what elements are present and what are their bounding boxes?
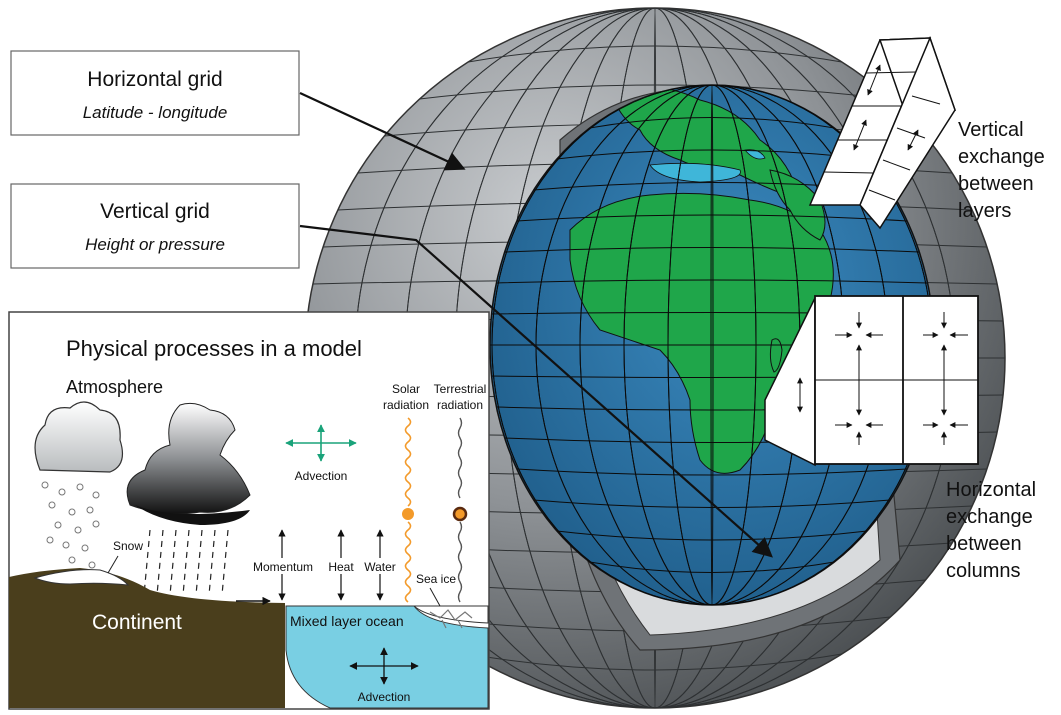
terrestrial-wave-lower [457,521,463,603]
horizontal-exchange-label: Horizontal exchange between columns [946,479,1036,582]
callout-vertical-grid: Vertical grid Height or pressure [10,183,300,269]
horizontal-grid-subtitle: Latitude - longitude [83,103,228,122]
snowflakes-icon [41,481,100,569]
processes-title: Physical processes in a model [66,336,362,361]
terrestrial-label-2: radiation [437,398,483,412]
vertical-column [808,35,957,230]
air-advection-icon [285,424,357,462]
callout-horizontal-grid: Horizontal grid Latitude - longitude [10,50,300,136]
snow-cloud-icon [34,401,123,473]
solar-wave-ocean [404,521,412,603]
ocean-advection-label: Advection [358,690,411,704]
svg-text:Vertical: Vertical [958,119,1024,141]
svg-text:between: between [946,533,1022,555]
vertical-exchange-label: Vertical exchange between layers [958,119,1045,222]
terrestrial-emit-dot [452,506,468,522]
vertical-grid-pointer [299,224,773,558]
solar-wave-down [404,417,412,507]
svg-text:between: between [958,173,1034,195]
storm-cloud-icon [126,402,251,515]
svg-text:Horizontal: Horizontal [946,479,1036,501]
vertical-grid-subtitle: Height or pressure [85,235,225,254]
solar-label-2: radiation [383,398,429,412]
svg-text:exchange: exchange [958,146,1045,168]
svg-text:exchange: exchange [946,506,1033,528]
sea-ice-label: Sea ice [416,572,456,586]
atmosphere-label: Atmosphere [66,377,163,397]
horizontal-grid-title: Horizontal grid [87,68,222,91]
processes-panel: Physical processes in a model Atmosphere… [8,311,490,710]
svg-text:layers: layers [958,200,1011,222]
terrestrial-label-1: Terrestrial [434,382,487,396]
solar-absorb-dot [402,508,414,520]
water-label: Water [364,560,396,574]
continent-land [9,568,285,708]
vertical-grid-title: Vertical grid [100,200,210,223]
terrestrial-wave-up [457,417,463,499]
earth-grid [490,85,934,605]
snow-cover [33,569,130,586]
svg-text:columns: columns [946,560,1020,582]
momentum-label: Momentum [253,560,313,574]
flux-labels: Momentum Heat Water [248,558,400,574]
ocean-advection-icon [349,647,419,685]
snow-label: Snow [113,539,143,553]
horizontal-grid-pointer [299,92,466,171]
sea-ice-pointer [429,587,441,607]
snow-pointer [107,555,119,574]
storm-cloud-base [135,505,250,525]
sea-ice-icon [429,609,473,629]
horizontal-block [764,295,979,467]
continent-label: Continent [92,611,182,634]
air-advection-label: Advection [295,469,348,483]
mixed-layer-label: Mixed layer ocean [290,613,404,629]
heat-label: Heat [328,560,354,574]
solar-label-1: Solar [392,382,420,396]
